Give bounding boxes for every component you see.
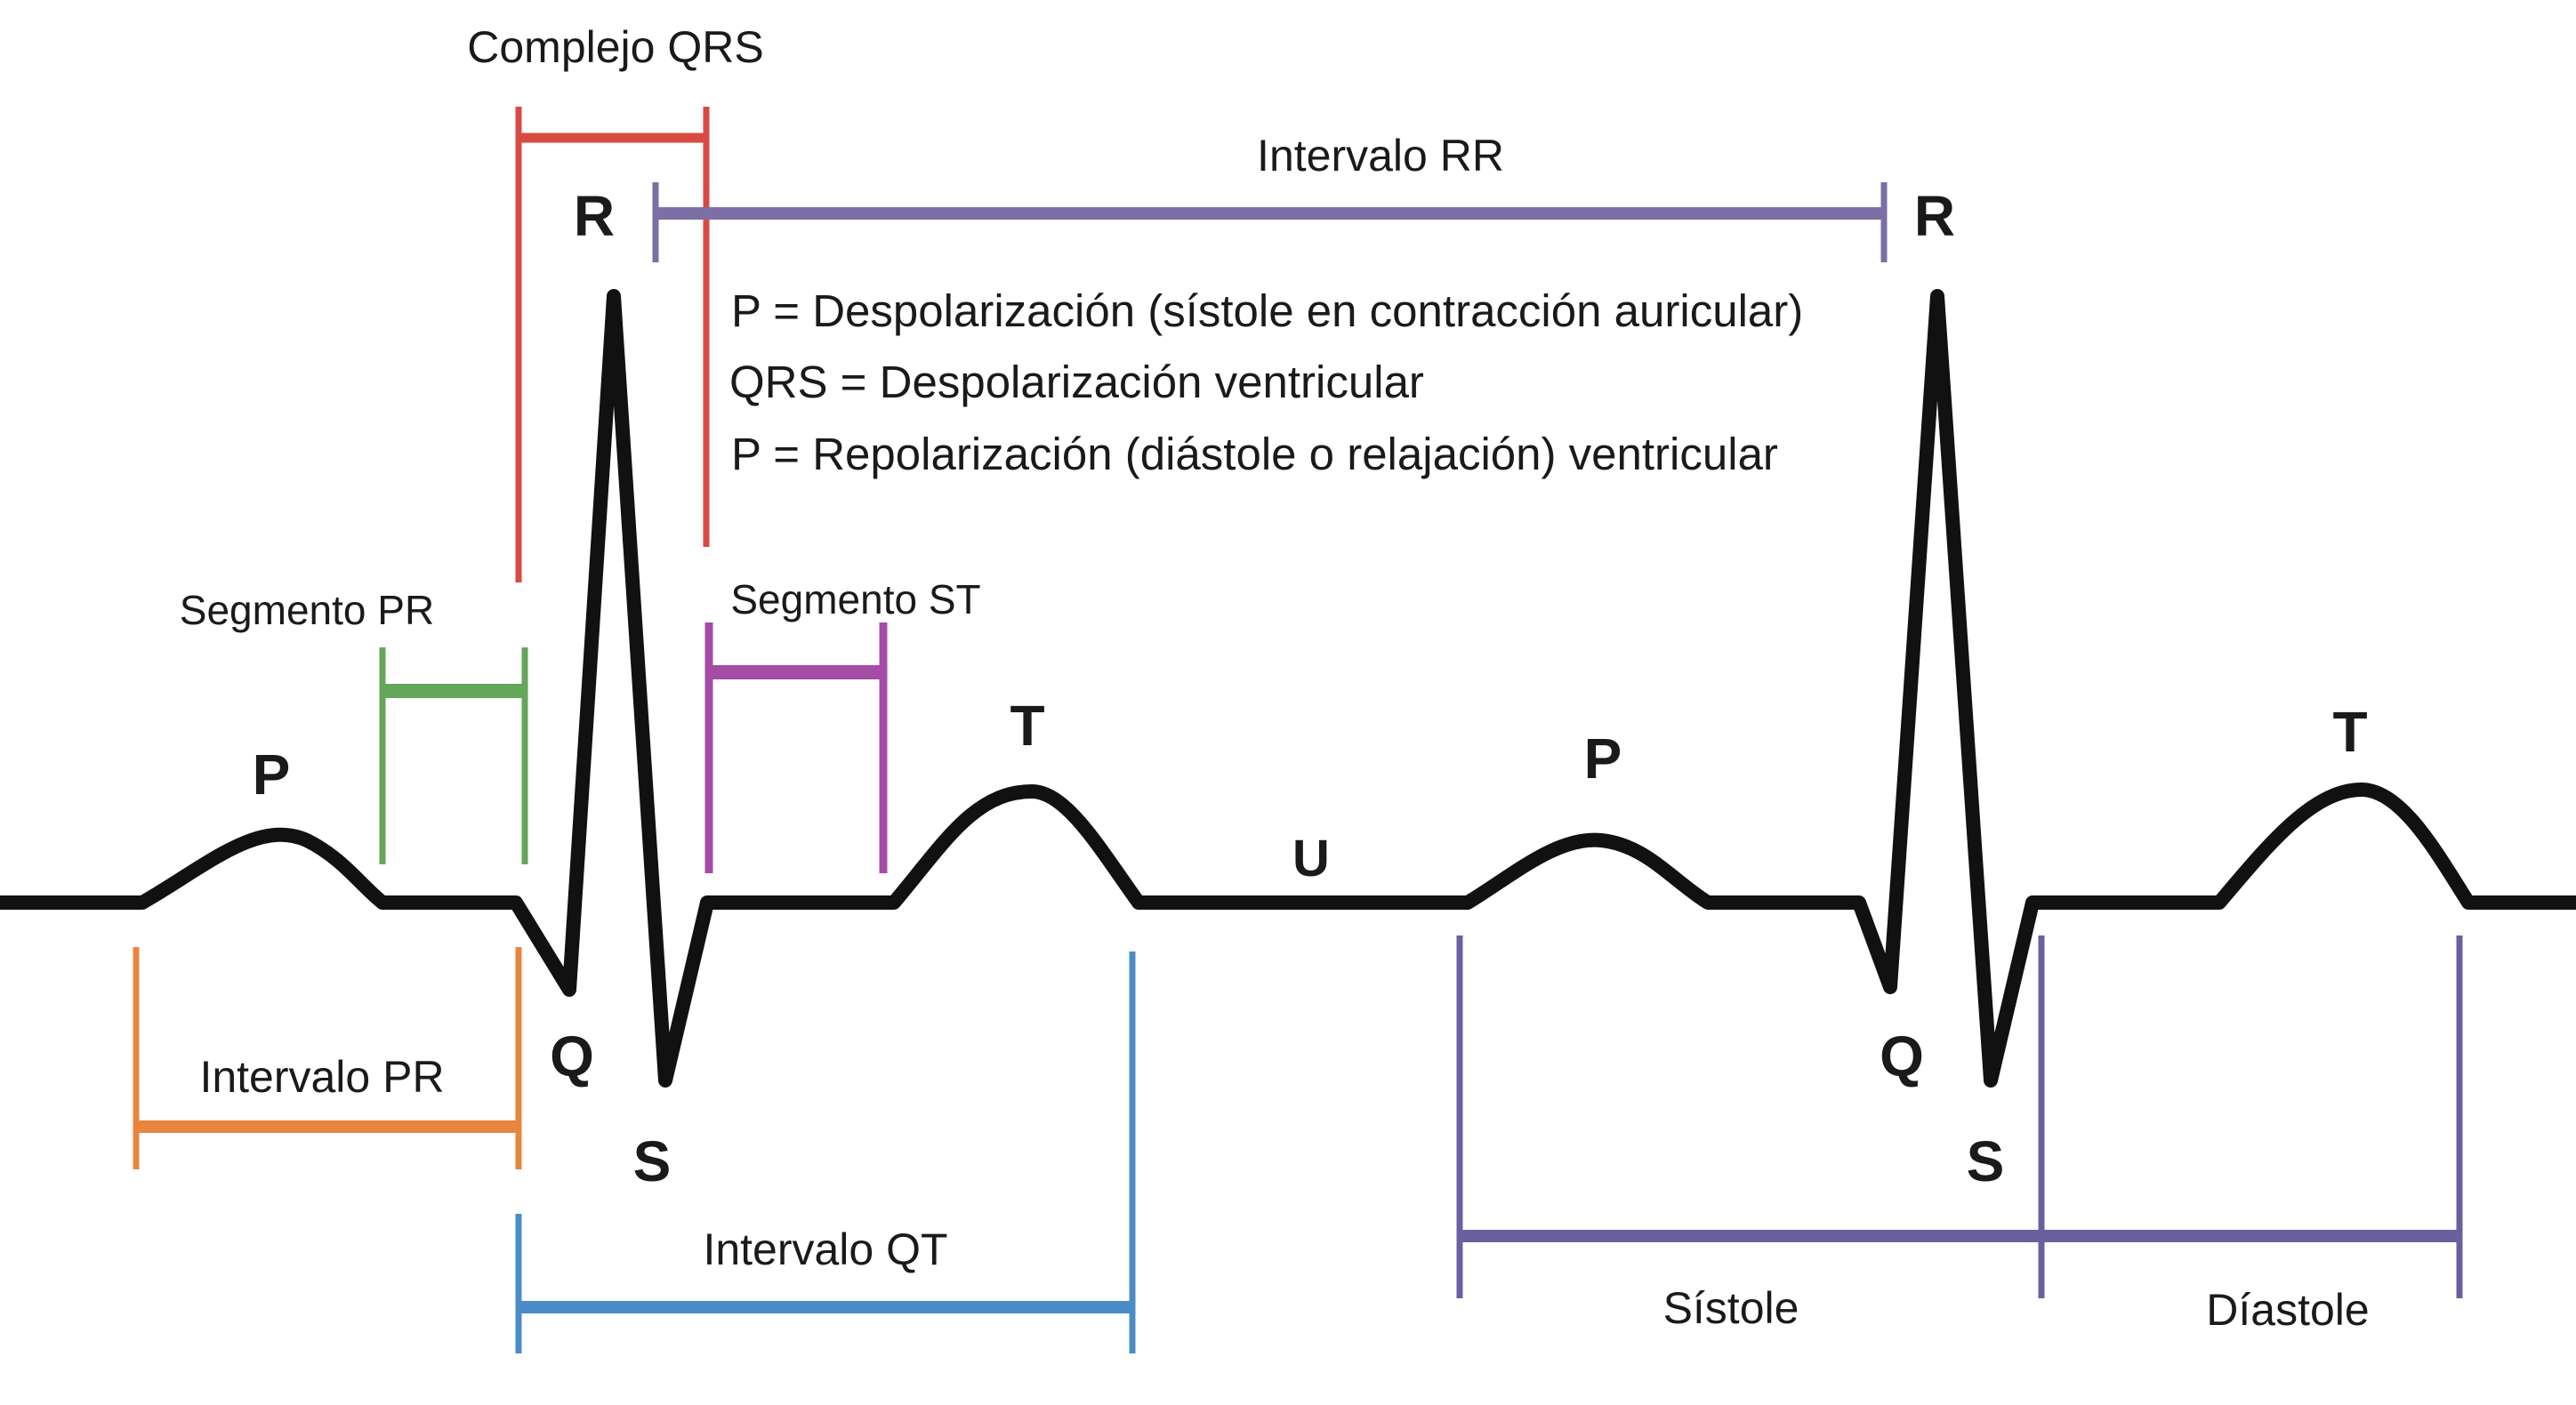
info-line-qrs: QRS = Despolarización ventricular	[729, 357, 1424, 407]
wave-label-q1: Q	[550, 1024, 594, 1088]
qt-interval-bracket	[515, 951, 1136, 1353]
st-segment-bracket	[704, 622, 888, 873]
rr-interval-label: Intervalo RR	[1257, 131, 1504, 181]
wave-label-q2: Q	[1880, 1024, 1924, 1088]
wave-label-t1: T	[1010, 694, 1044, 758]
wave-label-r2: R	[1914, 184, 1955, 248]
info-line-repolarization: P = Repolarización (diástole o relajació…	[731, 429, 1778, 479]
wave-label-p1: P	[253, 743, 291, 807]
rr-interval-bracket	[652, 182, 1888, 262]
systole-diastole-bracket	[1456, 935, 2463, 1298]
info-line-p: P = Despolarización (sístole en contracc…	[731, 285, 1803, 336]
wave-label-p2: P	[1584, 727, 1622, 791]
systole-label: Sístole	[1663, 1283, 1799, 1333]
wave-label-r1: R	[574, 184, 615, 248]
wave-label-s2: S	[1967, 1129, 2005, 1193]
wave-label-s1: S	[633, 1129, 672, 1193]
ecg-trace	[0, 289, 2576, 1088]
pr-segment-bracket	[379, 647, 528, 864]
qrs-complex-label: Complejo QRS	[467, 22, 763, 72]
pr-segment-label: Segmento PR	[180, 587, 434, 633]
qrs-complex-bracket	[515, 107, 710, 582]
diastole-label: Díastole	[2206, 1285, 2369, 1335]
pr-interval-label: Intervalo PR	[199, 1052, 444, 1102]
wave-label-t2: T	[2332, 700, 2367, 764]
pr-interval-bracket	[133, 947, 522, 1169]
st-segment-label: Segmento ST	[730, 576, 980, 622]
wave-label-u: U	[1292, 830, 1330, 887]
qt-interval-label: Intervalo QT	[703, 1224, 947, 1274]
